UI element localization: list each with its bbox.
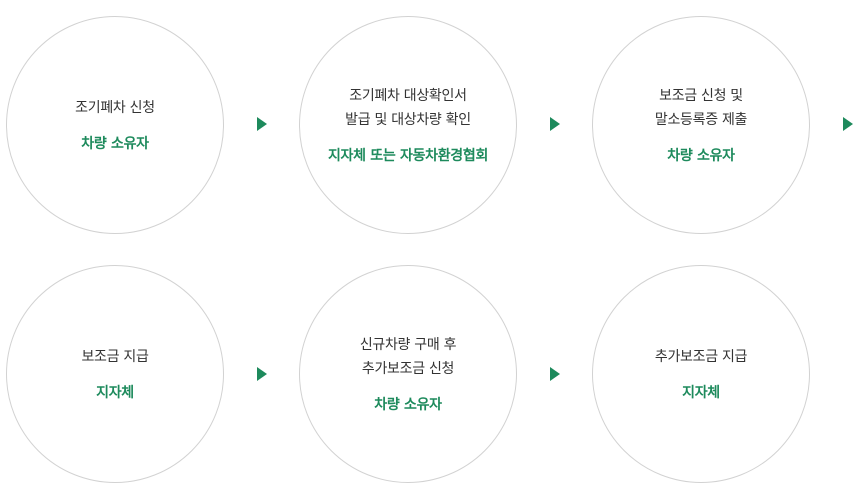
triangle-right-icon [550, 367, 560, 381]
step-1-actor: 차량 소유자 [81, 136, 149, 152]
triangle-right-icon [257, 367, 267, 381]
step-2-actor: 지자체 또는 자동차환경협회 [327, 148, 489, 164]
step-5-title: 신규차량 구매 후 추가보조금 신청 [359, 337, 457, 377]
step-1-circle: 조기폐차 신청 차량 소유자 [6, 16, 224, 234]
step-1-title: 조기폐차 신청 [75, 100, 155, 116]
step-6-circle: 추가보조금 지급 지자체 [592, 265, 810, 483]
step-6-actor: 지자체 [682, 385, 720, 401]
triangle-right-icon [550, 117, 560, 131]
triangle-right-icon [843, 117, 853, 131]
step-6-title: 추가보조금 지급 [654, 349, 748, 365]
step-3-actor: 차량 소유자 [667, 148, 735, 164]
step-4-circle: 보조금 지급 지자체 [6, 265, 224, 483]
step-2-title: 조기폐차 대상확인서 발급 및 대상차량 확인 [345, 88, 471, 128]
step-5-circle: 신규차량 구매 후 추가보조금 신청 차량 소유자 [299, 265, 517, 483]
step-3-title: 보조금 신청 및 말소등록증 제출 [654, 88, 748, 128]
step-5-actor: 차량 소유자 [374, 397, 442, 413]
step-2-circle: 조기폐차 대상확인서 발급 및 대상차량 확인 지자체 또는 자동차환경협회 [299, 16, 517, 234]
step-4-actor: 지자체 [96, 385, 134, 401]
step-4-title: 보조금 지급 [81, 349, 149, 365]
step-3-circle: 보조금 신청 및 말소등록증 제출 차량 소유자 [592, 16, 810, 234]
triangle-right-icon [257, 117, 267, 131]
